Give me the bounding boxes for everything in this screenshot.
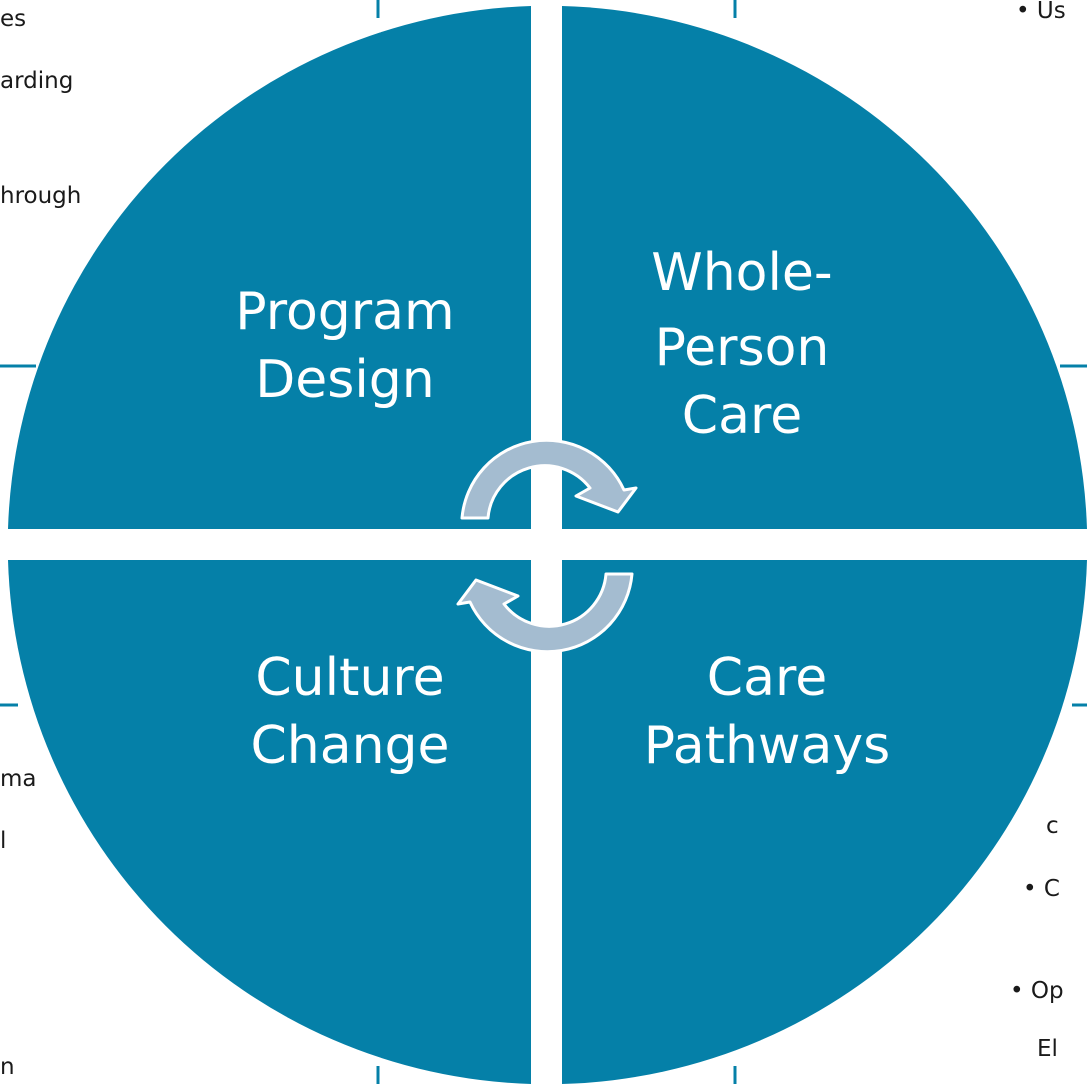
program-design-title-line2: Design [255,350,435,410]
arrow-bottom-icon [456,572,634,654]
culture-change-title-line2: Change [250,716,449,776]
left-text-fragment-2: arding [0,68,74,94]
culture-change-title-line1: Culture [255,648,444,708]
whole-person-care-title-line2: Person [655,318,830,378]
whole-person-care-title-line1: Whole- [651,243,832,303]
care-pathways-title-line1: Care [707,648,827,708]
right-text-fragment-2: c [1046,813,1059,839]
quadrant-care-pathways [562,560,1087,1084]
arrow-top-icon [460,438,638,520]
right-text-fragment-3: • C [1023,876,1060,902]
right-text-fragment-1: • Us [1016,0,1066,24]
left-text-fragment-3: hrough [0,183,82,209]
left-text-fragment-6: n [0,1054,15,1080]
left-text-fragment-1: es [0,6,27,32]
whole-person-care-title-line3: Care [682,386,802,446]
quadrant-culture-change [8,560,531,1084]
quadrant-program-design [8,6,531,529]
cycle-arrows [456,438,638,654]
right-text-fragment-4: • Op [1010,978,1064,1004]
left-text-fragment-4: ma [0,766,37,792]
right-text-fragment-5: El [1037,1036,1058,1062]
care-pathways-title-line2: Pathways [644,716,891,776]
quadrant-whole-person-care [562,6,1087,529]
left-text-fragment-5: l [0,828,7,854]
quadrants [8,6,1087,1084]
program-design-title-line1: Program [235,282,454,342]
